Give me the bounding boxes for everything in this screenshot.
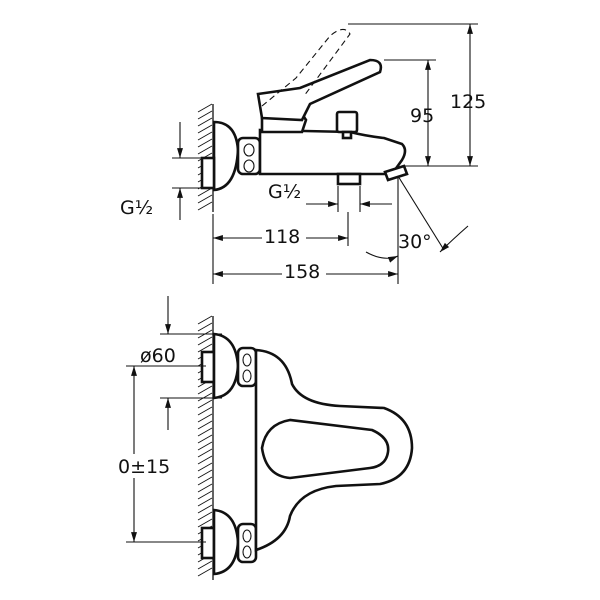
side-view: 125 95 G½ G½ 1 bbox=[120, 23, 486, 284]
dim-flange-diameter-label: ø60 bbox=[140, 345, 176, 367]
dim-thread-bottom-label: G½ bbox=[268, 181, 301, 203]
wall-hatch-line bbox=[197, 483, 213, 493]
wall-hatch-line bbox=[197, 124, 213, 134]
inlet-nipple-upper bbox=[200, 350, 216, 384]
wall-hatch-line bbox=[197, 322, 213, 332]
wall-hatch-line bbox=[197, 117, 213, 127]
wall-hatch-line bbox=[197, 413, 213, 423]
dim-height-lever: 95 bbox=[384, 59, 436, 166]
bottom-outlet bbox=[336, 172, 362, 186]
wall-hatch-line bbox=[197, 103, 213, 113]
wall-hatch-line bbox=[197, 427, 213, 437]
dim-thread-left: G½ bbox=[120, 122, 202, 220]
wall-hatch-line bbox=[197, 392, 213, 402]
nut-detail-lower-b bbox=[242, 545, 252, 559]
dim-thread-bottom: G½ bbox=[268, 181, 392, 212]
nut-detail-upper-a bbox=[242, 353, 252, 367]
wall-flange-lower bbox=[212, 508, 240, 576]
nut-detail-lower bbox=[243, 159, 255, 173]
wall-hatch-line bbox=[197, 518, 213, 528]
wall-hatch-line bbox=[197, 343, 213, 353]
nut-detail-upper bbox=[243, 143, 255, 157]
lever-front bbox=[260, 418, 390, 480]
dim-spout-angle: 30° bbox=[365, 175, 469, 263]
spout-outlet bbox=[383, 164, 409, 182]
wall-hatch-line bbox=[197, 504, 213, 514]
lever-handle bbox=[256, 58, 383, 122]
wall-hatch-line bbox=[197, 511, 213, 521]
wall-flange-upper bbox=[212, 332, 240, 400]
dim-overall-depth-label: 158 bbox=[284, 261, 320, 283]
dim-center-distance-label: 0±15 bbox=[118, 456, 170, 478]
wall-hatch-line bbox=[197, 406, 213, 416]
wall-hatch-line bbox=[197, 110, 213, 120]
dim-inlet-to-outlet: 118 bbox=[212, 212, 349, 284]
wall-hatch-line bbox=[197, 138, 213, 148]
wall-hatch-line bbox=[197, 497, 213, 507]
dim-height-total-label: 125 bbox=[450, 91, 486, 113]
wall-hatch-line bbox=[197, 187, 213, 197]
diverter-stem bbox=[341, 130, 353, 140]
wall-hatch-line bbox=[197, 201, 213, 211]
nut-detail-lower-a bbox=[242, 529, 252, 543]
front-view bbox=[197, 315, 414, 580]
wall-hatch-line bbox=[197, 448, 213, 458]
lever-raised-outline bbox=[261, 28, 351, 107]
dim-flange-diameter: ø60 bbox=[140, 296, 222, 430]
dim-inlet-to-outlet-label: 118 bbox=[264, 226, 300, 248]
dim-center-distance: 0±15 bbox=[118, 365, 206, 543]
wall-hatch-line bbox=[197, 462, 213, 472]
wall-hatch-line bbox=[197, 385, 213, 395]
diverter-knob bbox=[335, 110, 359, 134]
wall-hatch-line bbox=[197, 315, 213, 325]
wall-hatch-line bbox=[197, 131, 213, 141]
wall-hatch-line bbox=[197, 476, 213, 486]
dim-overall-depth: 158 bbox=[213, 176, 399, 284]
nut-detail-upper-b bbox=[242, 369, 252, 383]
wall-hatch-line bbox=[197, 490, 213, 500]
wall-hatch-line bbox=[197, 194, 213, 204]
wall-hatch-line bbox=[197, 455, 213, 465]
inlet-nipple-lower bbox=[200, 526, 216, 560]
wall-hatch-line bbox=[197, 336, 213, 346]
inlet-nipple bbox=[200, 156, 216, 190]
dim-spout-angle-label: 30° bbox=[398, 231, 432, 253]
wall-hatch-line bbox=[197, 399, 213, 409]
wall-hatch-line bbox=[197, 441, 213, 451]
dim-thread-left-label: G½ bbox=[120, 197, 153, 219]
dim-height-lever-label: 95 bbox=[410, 105, 434, 127]
wall-hatch-line bbox=[197, 434, 213, 444]
wall-hatch-line bbox=[197, 420, 213, 430]
mixer-body-side bbox=[258, 128, 407, 176]
dim-height-total: 125 bbox=[348, 23, 486, 167]
wall-flange-side bbox=[212, 120, 240, 192]
wall-hatch-line bbox=[197, 145, 213, 155]
wall-hatch-line bbox=[197, 567, 213, 577]
wall-hatch-line bbox=[197, 560, 213, 570]
wall-hatch-line bbox=[197, 469, 213, 479]
